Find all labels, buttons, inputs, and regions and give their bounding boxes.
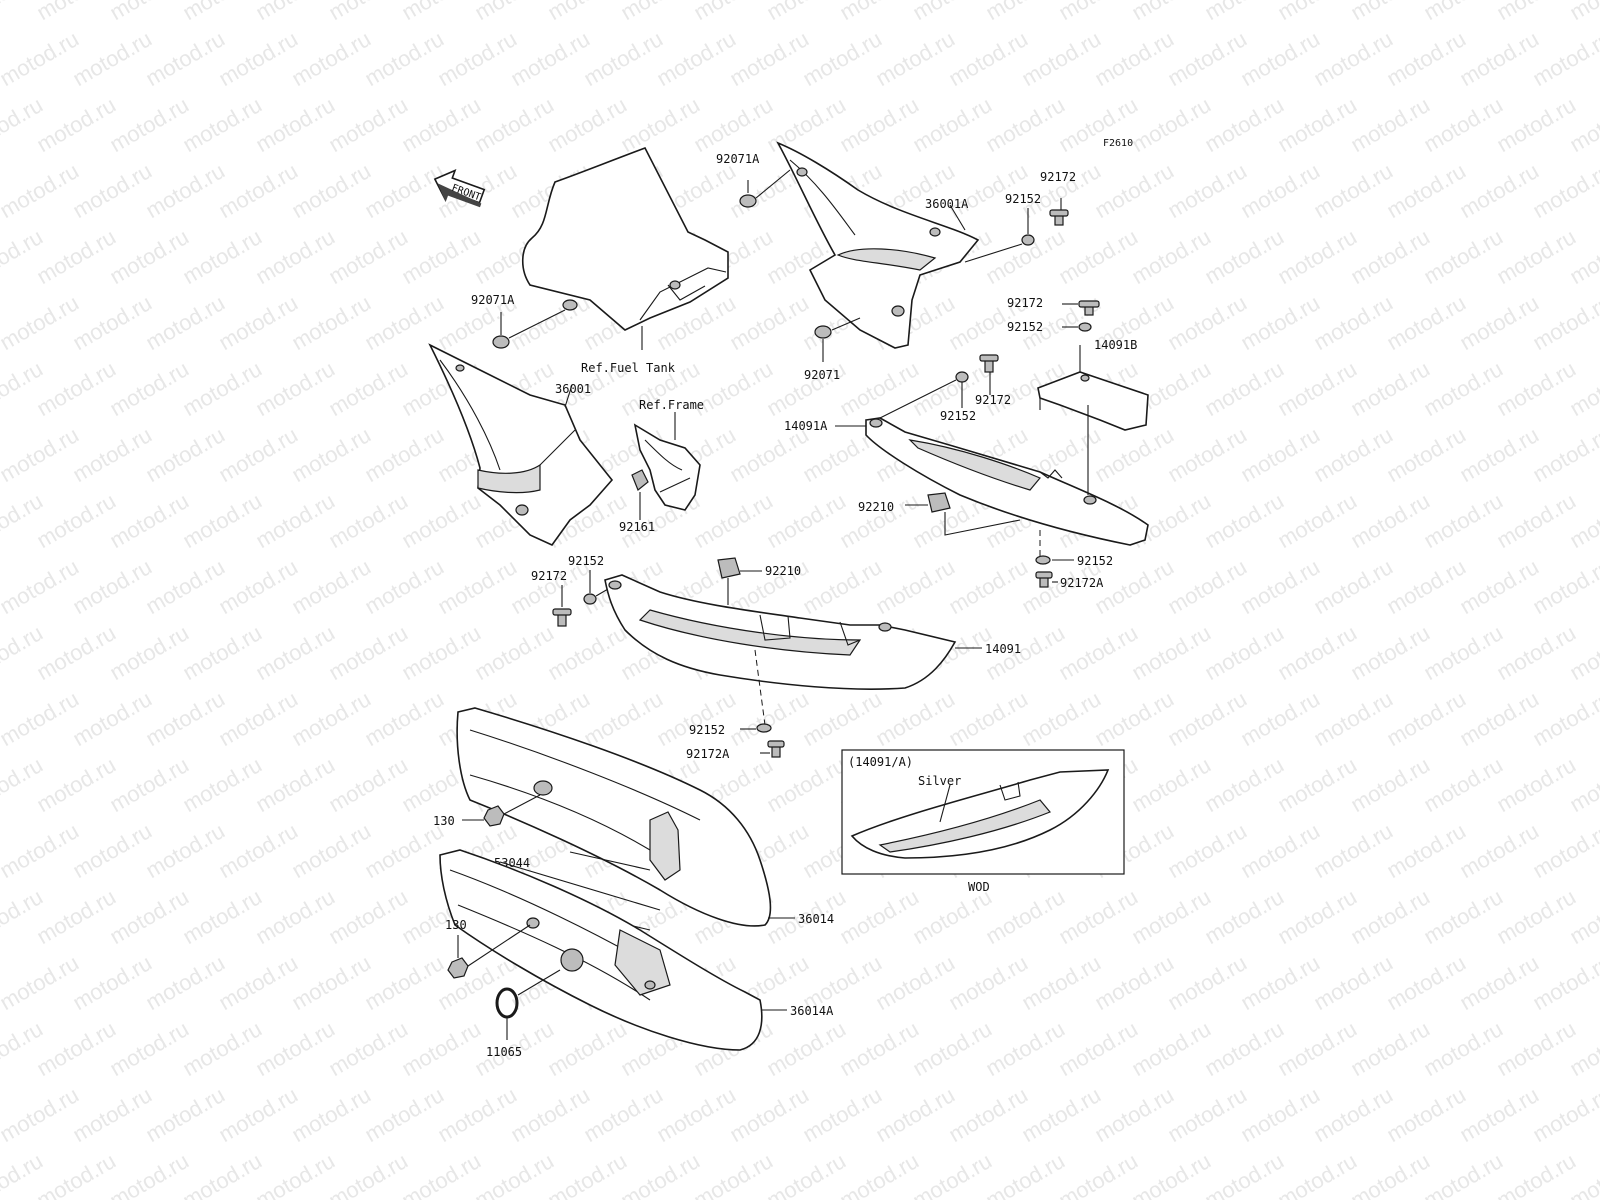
- side-cover-14091A: [835, 405, 1149, 546]
- label-14091B: 14091B: [1094, 338, 1137, 352]
- inset-caption: WOD: [968, 880, 990, 894]
- clip-92210-center: [717, 557, 741, 579]
- label-11065: 11065: [486, 1045, 522, 1059]
- bolt-92172A-right: [1035, 571, 1053, 588]
- label-92172A-low: 92172A: [686, 747, 730, 761]
- label-14091: 14091: [985, 642, 1021, 656]
- label-92152-right: 92152: [1077, 554, 1113, 568]
- front-arrow-icon: FRONT: [433, 169, 486, 208]
- ref-frame: Ref.Frame: [639, 398, 704, 412]
- label-92172A-right: 92172A: [1060, 576, 1104, 590]
- washer-92152-b: [955, 371, 969, 383]
- cover-36001A: [776, 141, 980, 349]
- side-cover-14091: [604, 574, 982, 690]
- label-130-low: 130: [445, 918, 467, 932]
- diagram-code: F2610: [1103, 138, 1133, 149]
- inset-color-label: Silver: [918, 774, 961, 788]
- washer-92152-low: [756, 723, 772, 733]
- bolt-92172-top: [1049, 209, 1069, 226]
- frame-ref: [631, 412, 701, 511]
- label-36001A: 36001A: [925, 197, 969, 211]
- bolt-92172-mid: [1078, 300, 1100, 316]
- label-92071: 92071: [804, 368, 840, 382]
- bolt-92172A-low: [767, 740, 785, 758]
- chain-cover-36014A: [439, 849, 787, 1051]
- washer-92152-mid: [1078, 322, 1092, 332]
- label-92152-top: 92152: [1005, 192, 1041, 206]
- grommet-92071: [814, 325, 832, 339]
- bolt-130-low: [447, 957, 469, 979]
- fuel-tank-ref: [521, 146, 729, 350]
- label-92071A-left: 92071A: [471, 293, 515, 307]
- label-36014A: 36014A: [790, 1004, 834, 1018]
- clip-92210-right: [927, 492, 951, 513]
- label-92210-right: 92210: [858, 500, 894, 514]
- label-130-top: 130: [433, 814, 455, 828]
- label-92172-left: 92172: [531, 569, 567, 583]
- label-92172-top: 92172: [1040, 170, 1076, 184]
- bolt-92172-left: [552, 608, 572, 627]
- grommet-92071A-left: [492, 335, 510, 349]
- ref-fuel-tank: Ref.Fuel Tank: [581, 361, 676, 375]
- bolt-92172-b: [979, 354, 999, 373]
- label-92161: 92161: [619, 520, 655, 534]
- bolt-130-top: [483, 805, 505, 827]
- washer-92152-right: [1035, 555, 1051, 565]
- label-92210-center: 92210: [765, 564, 801, 578]
- washer-92152-top: [1021, 234, 1035, 246]
- grommet-92071A-top: [739, 194, 757, 208]
- label-36014: 36014: [798, 912, 834, 926]
- washer-92152-left: [583, 593, 597, 605]
- label-92172-mid: 92172: [1007, 296, 1043, 310]
- inset-title: (14091/A): [848, 755, 913, 769]
- label-36001: 36001: [555, 382, 591, 396]
- label-14091A: 14091A: [784, 419, 828, 433]
- chain-cover-36014: [456, 707, 795, 927]
- label-92152-left: 92152: [568, 554, 604, 568]
- inset-box: [841, 749, 1125, 875]
- label-92152-mid: 92152: [1007, 320, 1043, 334]
- label-92152-b: 92152: [940, 409, 976, 423]
- bracket-14091B: [1037, 345, 1149, 431]
- ring-11065: [495, 987, 519, 1019]
- label-92172-b: 92172: [975, 393, 1011, 407]
- cover-36001: [428, 343, 614, 546]
- label-92071A-top: 92071A: [716, 152, 760, 166]
- label-92152-low: 92152: [689, 723, 725, 737]
